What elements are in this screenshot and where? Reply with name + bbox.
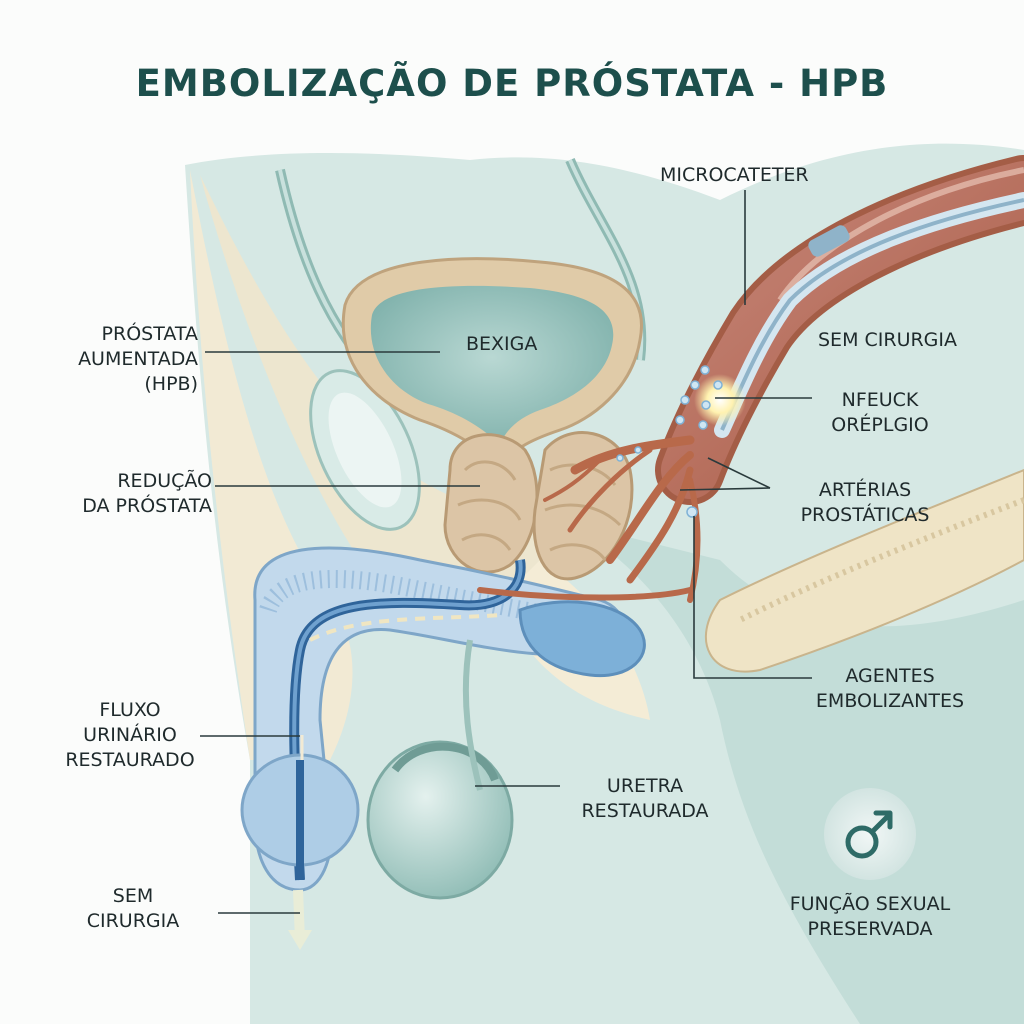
label-line: DA PRÓSTATA xyxy=(82,495,212,517)
label-line: CIRURGIA xyxy=(86,910,180,932)
leader-lines xyxy=(200,190,812,914)
label-uretra-restaurada: URETRA RESTAURADA xyxy=(560,774,730,824)
label-line: REDUÇÃO xyxy=(117,470,212,492)
label-line: EMBOLIZANTES xyxy=(815,690,965,712)
label-line: PRESERVADA xyxy=(807,918,933,940)
label-line: PRÓSTATA xyxy=(101,323,198,345)
label-line: NFEUCK xyxy=(841,389,919,411)
label-line: FUNÇÃO SEXUAL xyxy=(789,893,951,915)
prostate xyxy=(443,431,634,581)
label-line: (HPB) xyxy=(144,373,198,395)
prostatic-arteries xyxy=(477,435,701,603)
male-symbol-icon xyxy=(824,788,916,880)
label-line: ORÉPLGIO xyxy=(831,414,929,436)
label-line: SEM xyxy=(112,885,154,907)
label-sem-cirurgia-right: SEM CIRURGIA xyxy=(818,329,958,351)
label-line: ARTÉRIAS xyxy=(818,479,912,501)
label-line: AGENTES xyxy=(845,665,935,687)
label-line: PROSTÁTICAS xyxy=(800,504,930,526)
label-reducao-prostata: REDUÇÃO DA PRÓSTATA xyxy=(82,469,212,519)
bladder xyxy=(341,257,643,473)
rectum xyxy=(704,468,1024,673)
label-prostata-aumentada: PRÓSTATA AUMENTADA (HPB) xyxy=(78,322,198,397)
label-line: URINÁRIO xyxy=(83,724,177,746)
label-bexiga: BEXIGA xyxy=(466,333,538,355)
label-line: AUMENTADA xyxy=(78,348,198,370)
embolic-particles xyxy=(616,365,723,518)
label-nfeuck: NFEUCK ORÉPLGIO xyxy=(800,388,960,438)
label-line: URETRA xyxy=(606,775,684,797)
page-title: EMBOLIZAÇÃO DE PRÓSTATA - HPB xyxy=(135,62,889,105)
label-funcao-sexual: FUNÇÃO SEXUAL PRESERVADA xyxy=(770,892,970,942)
label-fluxo-urinario: FLUXO URINÁRIO RESTAURADO xyxy=(40,698,220,773)
label-line: RESTAURADO xyxy=(65,749,195,771)
testis xyxy=(366,639,514,900)
label-agentes-embolizantes: AGENTES EMBOLIZANTES xyxy=(790,664,990,714)
bulb xyxy=(518,600,646,678)
label-microcateter: MICROCATETER xyxy=(660,164,809,186)
catheter-artery xyxy=(655,155,1024,505)
seminal-vesicle-inner xyxy=(328,392,402,508)
label-arterias-prostaticas: ARTÉRIAS PROSTÁTICAS xyxy=(770,478,960,528)
label-line: FLUXO xyxy=(99,699,161,721)
label-line: RESTAURADA xyxy=(581,800,709,822)
label-sem-cirurgia-left: SEM CIRURGIA xyxy=(58,884,208,934)
